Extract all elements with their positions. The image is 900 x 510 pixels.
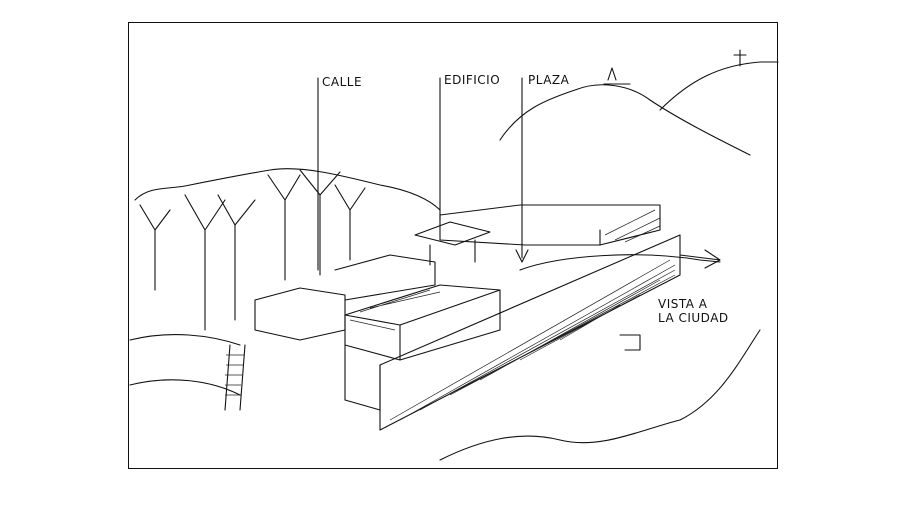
pavilion-roof bbox=[414, 221, 491, 266]
label-vista-line2: LA CIUDAD bbox=[658, 311, 729, 325]
hill-outline bbox=[499, 84, 751, 156]
wall-hatching bbox=[389, 259, 676, 421]
label-plaza: PLAZA bbox=[528, 73, 570, 87]
ground-line-right bbox=[439, 329, 761, 461]
label-vista-line1: VISTA A bbox=[658, 297, 708, 311]
trees bbox=[134, 168, 441, 331]
lower-block bbox=[344, 344, 381, 411]
cross-icon bbox=[733, 49, 747, 67]
far-hill-outline bbox=[659, 61, 779, 111]
hilltop-church bbox=[603, 67, 631, 85]
curved-path bbox=[519, 254, 721, 271]
view-arrow-icon bbox=[619, 249, 721, 351]
stair bbox=[224, 344, 246, 411]
plaza-leader bbox=[515, 77, 529, 263]
label-calle: CALLE bbox=[322, 75, 363, 89]
label-edificio: EDIFICIO bbox=[444, 73, 501, 87]
street-building bbox=[254, 287, 346, 341]
ground-line bbox=[129, 334, 241, 396]
plaza-slab bbox=[439, 204, 661, 246]
mid-building bbox=[334, 254, 436, 301]
retaining-wall bbox=[379, 234, 681, 431]
sketch-frame bbox=[128, 22, 778, 469]
